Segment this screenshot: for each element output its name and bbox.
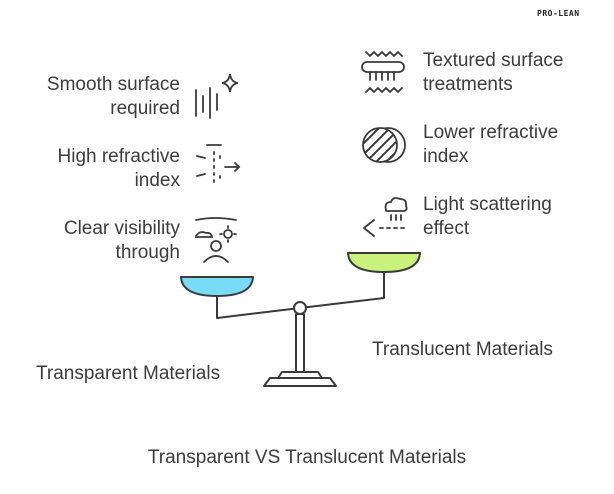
- light-refraction-icon: [196, 144, 241, 183]
- scale-post: [295, 313, 305, 373]
- scale-base: [263, 377, 337, 387]
- diagram-title: Transparent VS Translucent Materials: [147, 447, 467, 468]
- right-pan: [347, 252, 421, 273]
- smooth-lines-sparkle-icon: [195, 73, 239, 119]
- brand-logo: PRO-LEAN: [537, 9, 580, 18]
- clear-view-person-icon: [195, 217, 237, 263]
- left-pan: [180, 276, 254, 297]
- light-scatter-icon: [362, 197, 408, 237]
- textured-surface-icon: [361, 50, 405, 94]
- right-pan-label: Translucent Materials: [372, 339, 553, 360]
- left-pan-label: Transparent Materials: [36, 363, 221, 384]
- scale-pivot: [293, 301, 307, 315]
- hatched-circle-icon: [362, 127, 406, 163]
